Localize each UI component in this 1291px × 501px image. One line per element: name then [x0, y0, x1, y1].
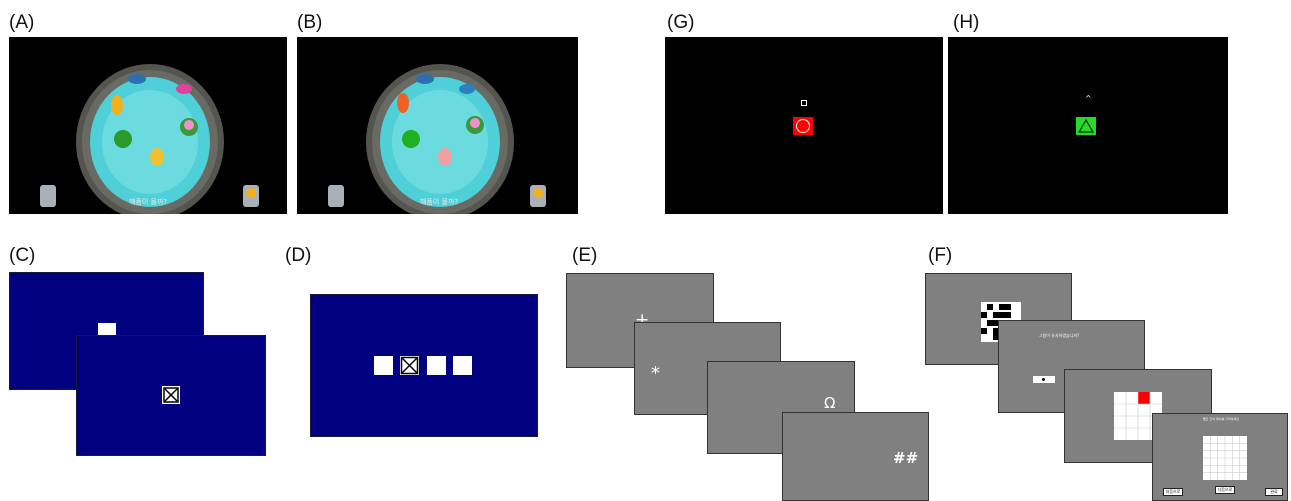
pond-screen-a: 해품이 몰까?	[9, 37, 287, 214]
white-square	[98, 323, 116, 337]
red-circle-target[interactable]	[793, 117, 813, 135]
lily-pad[interactable]	[114, 130, 132, 148]
pink-fish[interactable]	[438, 148, 452, 166]
gray-screen-f4: 빨간 칸의 위치를 기억하세요 처음으로 다음으로 완료	[1152, 413, 1288, 501]
navy-screen-d	[310, 294, 538, 437]
triangle-icon	[1078, 119, 1094, 133]
prompt-caption: 해품이 몰까?	[129, 198, 168, 206]
cue-screen-g	[665, 37, 943, 214]
x-icon	[163, 387, 179, 403]
white-square-1[interactable]	[374, 356, 393, 375]
pond-scene	[366, 64, 514, 214]
circle-icon	[796, 119, 810, 133]
blue-fish[interactable]	[416, 74, 434, 84]
panel-label-g: (G)	[667, 12, 695, 33]
response-grid[interactable]	[1203, 436, 1247, 480]
pond-scene	[76, 64, 224, 214]
symbol-omega: Ω	[824, 394, 836, 412]
moon-weather-icon[interactable]	[328, 185, 344, 207]
symbol-asterisk: *	[651, 363, 660, 384]
sun-icon	[533, 188, 543, 198]
orange-fish[interactable]	[397, 93, 409, 113]
prompt-caption: 해품이 몰까?	[420, 198, 459, 206]
blue-fish[interactable]	[128, 74, 146, 84]
yellow-fish[interactable]	[111, 95, 123, 115]
orange-fish[interactable]	[150, 148, 164, 166]
green-ball[interactable]	[402, 130, 420, 148]
recall-instruction: 빨간 칸의 위치를 기억하세요	[1203, 417, 1239, 421]
done-button[interactable]: 완료	[1265, 488, 1283, 496]
cue-screen-h: ^	[948, 37, 1228, 214]
panel-label-e: (E)	[572, 245, 598, 266]
panel-label-h: (H)	[953, 12, 980, 33]
lily-pad-flower[interactable]	[180, 118, 198, 136]
panel-label-b: (B)	[297, 12, 323, 33]
sun-weather-icon[interactable]	[243, 185, 259, 207]
pond-screen-b: 해품이 몰까?	[297, 37, 578, 214]
cue-caret: ^	[1085, 94, 1092, 103]
dot-icon	[1042, 378, 1045, 381]
x-icon	[400, 356, 419, 375]
lily-pad-flower[interactable]	[466, 116, 484, 134]
x-box[interactable]	[400, 356, 419, 375]
panel-label-a: (A)	[9, 12, 35, 33]
moon-weather-icon[interactable]	[40, 185, 56, 207]
sun-icon	[246, 188, 256, 198]
first-button[interactable]: 처음으로	[1163, 488, 1183, 496]
x-box[interactable]	[162, 386, 180, 404]
blue-fish-2[interactable]	[459, 84, 475, 94]
cue-square-icon	[801, 100, 807, 106]
symbol-double-hash: ##	[893, 449, 919, 467]
answer-box[interactable]	[1033, 376, 1055, 383]
panel-label-c: (C)	[9, 245, 36, 266]
gray-screen-e4: ##	[782, 412, 929, 501]
similarity-question: 그림이 유사하였습니까?	[1039, 333, 1080, 338]
navy-screen-c-front	[76, 335, 266, 456]
green-triangle-target[interactable]	[1076, 117, 1096, 135]
panel-label-f: (F)	[928, 245, 953, 266]
white-square-4[interactable]	[453, 356, 472, 375]
panel-label-d: (D)	[285, 245, 312, 266]
pink-fish[interactable]	[176, 84, 192, 94]
next-button[interactable]: 다음으로	[1215, 486, 1235, 494]
white-square-3[interactable]	[427, 356, 446, 375]
sun-weather-icon[interactable]	[530, 185, 546, 207]
